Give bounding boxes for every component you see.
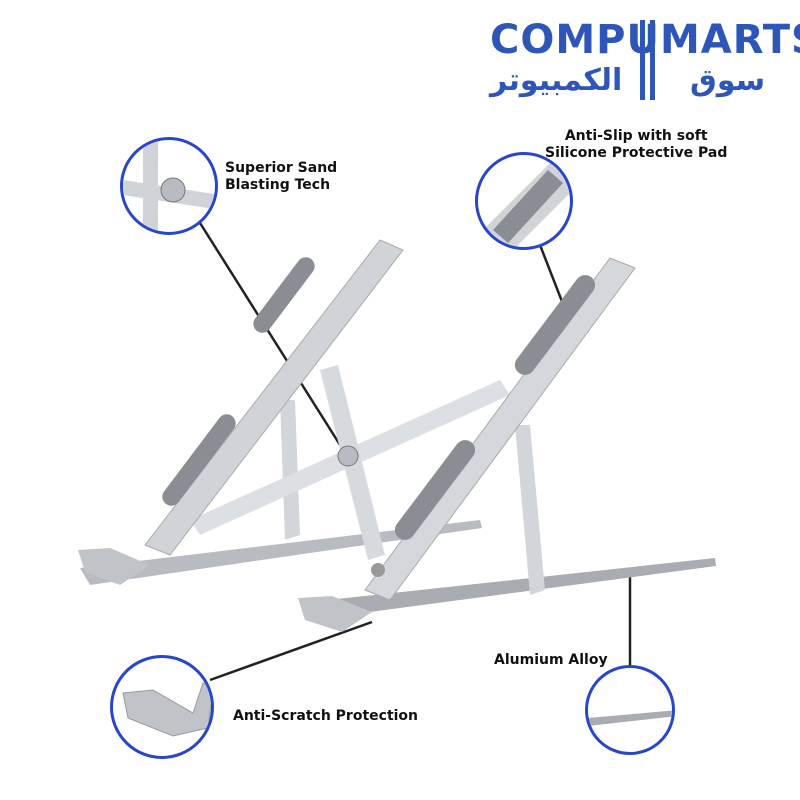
label-line: Silicone Protective Pad — [545, 145, 728, 161]
logo-arabic-right: سوق — [690, 63, 766, 98]
label-line: Superior Sand — [225, 160, 338, 176]
callout-line — [193, 214, 349, 457]
label-line: Blasting Tech — [225, 177, 331, 193]
rear-frame — [78, 239, 510, 585]
logo-divider — [650, 20, 655, 100]
callout-label-anti-slip: Anti-Slip with soft Silicone Protective … — [545, 128, 727, 162]
callout-circle-alloy — [585, 665, 675, 755]
callout-circle-sand-blasting — [120, 137, 218, 235]
label-line: Anti-Slip with soft — [564, 128, 708, 144]
callout-circle-anti-scratch — [110, 655, 214, 759]
callout-circle-anti-slip — [475, 152, 573, 250]
callout-line — [209, 620, 373, 682]
callout-label-anti-scratch: Anti-Scratch Protection — [233, 708, 419, 724]
front-frame — [298, 257, 716, 632]
callout-label-alloy: Alumium Alloy — [494, 652, 608, 668]
logo-text-compu: COMPU — [490, 17, 660, 63]
logo-arabic-left: الكمبيوتر — [490, 63, 623, 98]
logo-divider — [640, 20, 645, 100]
callout-lines — [193, 214, 632, 682]
callout-label-sand-blasting: Superior Sand Blasting Tech — [225, 160, 337, 194]
logo-text-marts: MARTS — [660, 17, 800, 63]
